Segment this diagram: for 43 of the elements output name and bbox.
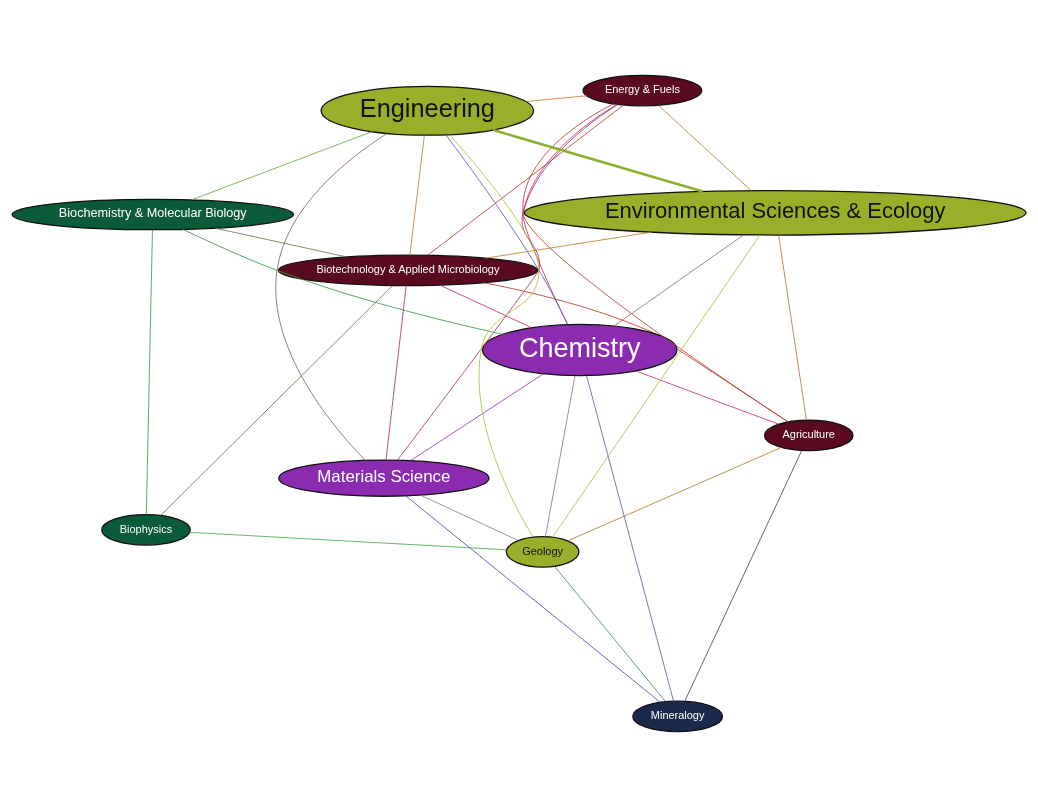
connector: [182, 228, 503, 335]
node-ellipse: Geology: [505, 535, 580, 568]
connector: [439, 284, 532, 328]
connector: [419, 494, 519, 541]
connector: [586, 374, 674, 702]
node-ellipse: Materials Science: [278, 458, 490, 497]
connector: [427, 104, 624, 255]
node-ellipse: Biophysics: [101, 513, 191, 546]
connector: [410, 373, 544, 461]
connector: [214, 227, 347, 257]
connector: [658, 104, 752, 191]
connector: [635, 370, 779, 425]
node-ellipse: Chemistry: [481, 323, 678, 376]
node-ellipse: Environmental Sciences & Ecology: [523, 189, 1027, 236]
connector: [567, 446, 782, 541]
connector: [525, 94, 588, 102]
connector: [445, 134, 569, 325]
connector: [160, 284, 393, 516]
connector: [385, 284, 407, 461]
node-ellipse: Biochemistry & Molecular Biology: [11, 198, 295, 230]
connector: [145, 229, 153, 515]
connector: [554, 565, 666, 702]
connector: [492, 128, 704, 193]
connector: [485, 231, 653, 259]
connector: [552, 234, 761, 538]
connector: [545, 375, 576, 537]
connector: [409, 134, 425, 255]
connector: [396, 103, 619, 461]
connector: [522, 103, 618, 325]
connector: [449, 133, 540, 537]
node-ellipse: Mineralogy: [632, 700, 724, 732]
node-ellipse: Biotechnology & Applied Microbiology: [277, 254, 539, 286]
connector: [405, 494, 661, 703]
connector: [684, 449, 803, 702]
connector: [275, 132, 388, 461]
connector: [778, 234, 807, 421]
connector: [613, 233, 745, 326]
node-ellipse: Engineering: [320, 85, 535, 136]
node-ellipse: Agriculture: [763, 419, 854, 451]
node-ellipse: Energy & Fuels: [582, 74, 703, 106]
connector: [189, 531, 508, 550]
connector: [191, 130, 373, 200]
connector: [522, 102, 789, 422]
